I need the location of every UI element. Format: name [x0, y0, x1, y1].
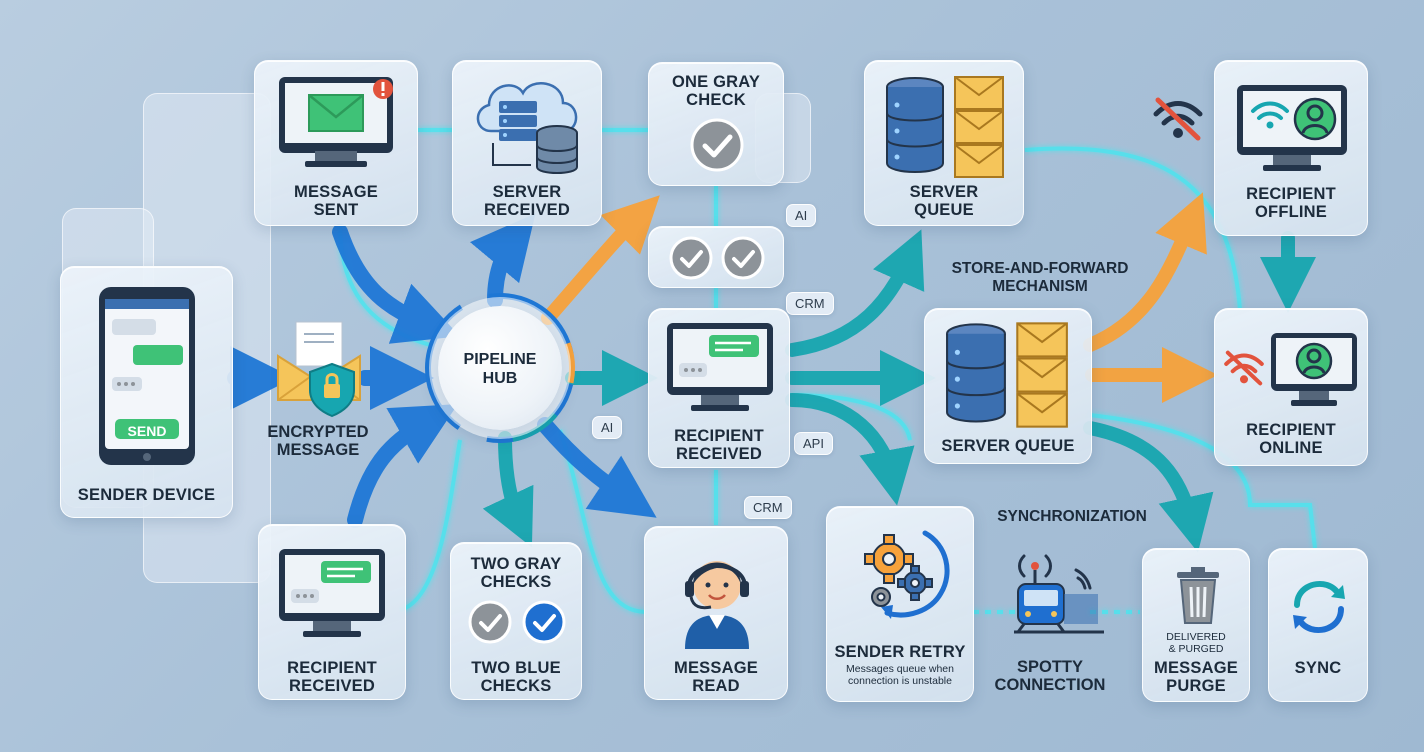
monitor-chat-icon [667, 323, 773, 411]
phone-icon [99, 287, 195, 465]
headset-agent-icon [685, 561, 749, 649]
envelope-lock-icon [277, 321, 361, 418]
arrow-hub-to-message-read [537, 417, 657, 518]
caption-delivered-purged: DELIVERED& PURGED [1166, 631, 1226, 655]
label-sender-retry: SENDER RETRY [834, 643, 966, 661]
monitor-user-icon [1237, 85, 1347, 171]
gray-check-icon [690, 118, 744, 172]
sync-icon [1293, 581, 1345, 633]
arrow-queue-to-offline [1083, 192, 1207, 352]
arrow-hub-to-server-received [469, 213, 536, 308]
label-synchronization: SYNCHRONIZATION [997, 508, 1147, 525]
glow-line [558, 429, 646, 614]
tag-api: API [794, 432, 833, 455]
arrow-recipient-to-hub [347, 404, 458, 528]
arrow-hub-to-one-check [541, 195, 660, 325]
card-server-queue-mid[interactable]: SERVER QUEUE [924, 308, 1092, 464]
tag-ai-top: AI [786, 204, 817, 227]
tag-ai-mid: AI [592, 416, 623, 439]
monitor-user-icon [1271, 333, 1357, 406]
train-signal-icon [1014, 554, 1104, 634]
arrow-recipient-to-sender-retry [785, 393, 915, 506]
card-double-check[interactable] [648, 226, 784, 288]
card-sync[interactable]: SYNC [1268, 548, 1368, 702]
wifi-off-icon [1153, 97, 1203, 141]
tag-crm-top: CRM [786, 292, 834, 315]
label-sender-device: SENDER DEVICE [77, 486, 216, 504]
label-server-queue-mid: SERVER QUEUE [941, 437, 1075, 455]
glow-line [1024, 146, 1242, 311]
monitor-chat-icon [279, 549, 385, 637]
wifi-off-icon [1224, 350, 1264, 386]
send-button-label: SEND [127, 423, 167, 439]
arrow-queue-to-purge [1083, 421, 1214, 553]
arrow-recipient-to-server-queue-top [785, 229, 925, 357]
server-envelopes-icon [886, 76, 1004, 178]
arrow-hub-to-two-checks [482, 431, 534, 548]
tag-crm-bottom: CRM [744, 496, 792, 519]
monitor-mail-icon [279, 77, 393, 167]
cloud-server-icon [476, 82, 578, 174]
double-gray-check-icon [669, 236, 765, 280]
hub-ring [425, 293, 575, 443]
gears-refresh-icon [864, 530, 950, 619]
gray-and-blue-check-icon [468, 600, 566, 644]
label-sync: SYNC [1294, 659, 1342, 677]
card-sender-device[interactable]: SEND SENDER DEVICE [60, 266, 233, 518]
trash-icon [1177, 567, 1219, 624]
arrow-sent-to-hub [332, 224, 460, 344]
server-envelopes-icon [946, 322, 1068, 428]
